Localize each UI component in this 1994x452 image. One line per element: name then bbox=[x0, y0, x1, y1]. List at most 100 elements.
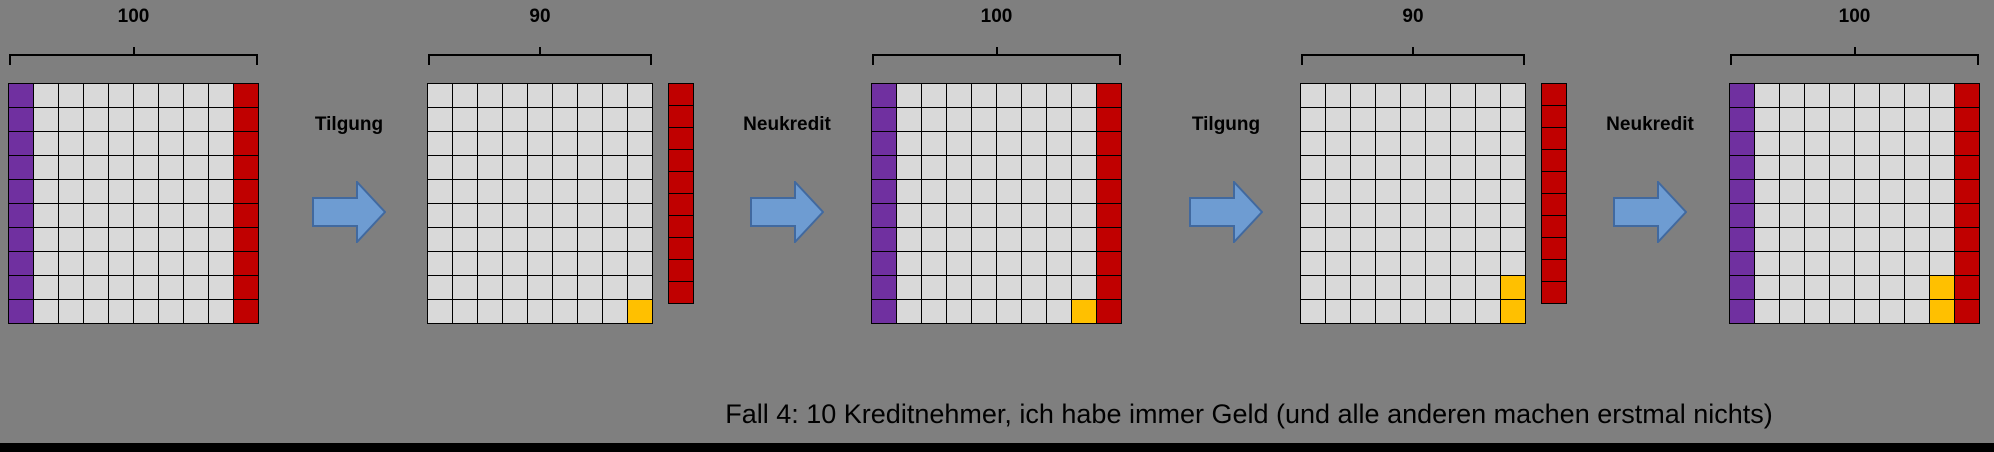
money-cell bbox=[1905, 252, 1929, 275]
money-cell bbox=[1451, 276, 1475, 299]
money-cell bbox=[1326, 300, 1350, 323]
money-cell bbox=[1476, 252, 1500, 275]
money-cell bbox=[603, 132, 627, 155]
money-cell bbox=[184, 180, 208, 203]
money-cell bbox=[872, 300, 896, 323]
money-cell bbox=[1351, 228, 1375, 251]
money-cell bbox=[109, 132, 133, 155]
money-cell bbox=[478, 132, 502, 155]
money-cell bbox=[428, 156, 452, 179]
money-cell bbox=[9, 180, 33, 203]
money-cell bbox=[1830, 252, 1854, 275]
money-cell bbox=[1780, 132, 1804, 155]
money-cell bbox=[1780, 180, 1804, 203]
money-cell bbox=[453, 108, 477, 131]
money-cell bbox=[1097, 252, 1121, 275]
money-cell bbox=[159, 252, 183, 275]
money-cell bbox=[453, 180, 477, 203]
money-cell bbox=[234, 228, 258, 251]
money-cell bbox=[1905, 156, 1929, 179]
money-cell bbox=[1301, 252, 1325, 275]
money-cell bbox=[9, 156, 33, 179]
money-cell bbox=[1451, 252, 1475, 275]
repaid-credit-cell bbox=[1542, 172, 1566, 193]
money-cell bbox=[1730, 204, 1754, 227]
money-cell bbox=[947, 228, 971, 251]
money-cell bbox=[1097, 204, 1121, 227]
money-cell bbox=[1451, 180, 1475, 203]
repaid-credit-cell bbox=[669, 260, 693, 281]
money-cell bbox=[1451, 132, 1475, 155]
money-cell bbox=[872, 276, 896, 299]
money-cell bbox=[1501, 252, 1525, 275]
money-cell bbox=[1780, 156, 1804, 179]
money-cell bbox=[1047, 108, 1071, 131]
money-cell bbox=[1855, 252, 1879, 275]
money-cell bbox=[947, 180, 971, 203]
money-cell bbox=[922, 132, 946, 155]
money-cell bbox=[578, 276, 602, 299]
money-cell bbox=[528, 252, 552, 275]
money-cell bbox=[528, 276, 552, 299]
money-cell bbox=[1351, 276, 1375, 299]
money-cell bbox=[184, 108, 208, 131]
money-cell bbox=[1401, 252, 1425, 275]
money-cell bbox=[1880, 108, 1904, 131]
money-cell bbox=[1301, 276, 1325, 299]
money-cell bbox=[1401, 276, 1425, 299]
right-arrow-icon bbox=[750, 181, 824, 243]
money-cell bbox=[209, 108, 233, 131]
money-cell bbox=[209, 300, 233, 323]
money-cell bbox=[972, 132, 996, 155]
money-cell bbox=[34, 84, 58, 107]
money-cell bbox=[1047, 228, 1071, 251]
money-cell bbox=[1955, 156, 1979, 179]
money-cell bbox=[134, 180, 158, 203]
money-cell bbox=[972, 252, 996, 275]
money-cell bbox=[1730, 132, 1754, 155]
money-cell bbox=[1830, 204, 1854, 227]
money-cell bbox=[1301, 180, 1325, 203]
money-cell bbox=[1022, 228, 1046, 251]
money-cell bbox=[1755, 252, 1779, 275]
money-cell bbox=[1830, 300, 1854, 323]
money-cell bbox=[1401, 228, 1425, 251]
money-cell bbox=[1022, 132, 1046, 155]
money-cell bbox=[1805, 300, 1829, 323]
repaid-credit-cell bbox=[1542, 216, 1566, 237]
money-cell bbox=[1401, 300, 1425, 323]
money-cell bbox=[947, 84, 971, 107]
money-cell bbox=[972, 84, 996, 107]
money-cell bbox=[59, 84, 83, 107]
money-cell bbox=[134, 132, 158, 155]
money-cell bbox=[1501, 180, 1525, 203]
money-cell bbox=[603, 108, 627, 131]
money-cell bbox=[553, 204, 577, 227]
money-cell bbox=[1047, 156, 1071, 179]
money-cell bbox=[59, 204, 83, 227]
money-cell bbox=[84, 300, 108, 323]
money-cell bbox=[1780, 228, 1804, 251]
money-cell bbox=[1780, 300, 1804, 323]
money-cell bbox=[528, 204, 552, 227]
money-cell bbox=[997, 204, 1021, 227]
money-cell bbox=[972, 276, 996, 299]
money-cell bbox=[578, 228, 602, 251]
money-cell bbox=[1880, 132, 1904, 155]
money-cell bbox=[947, 108, 971, 131]
repaid-credit-cell bbox=[669, 238, 693, 259]
money-cell bbox=[1855, 84, 1879, 107]
money-cell bbox=[1426, 156, 1450, 179]
money-cell bbox=[1426, 84, 1450, 107]
money-cell bbox=[1451, 156, 1475, 179]
money-cell bbox=[997, 276, 1021, 299]
money-cell bbox=[1351, 84, 1375, 107]
money-cell bbox=[234, 276, 258, 299]
money-grid bbox=[427, 83, 653, 324]
money-cell bbox=[503, 156, 527, 179]
money-cell bbox=[1855, 108, 1879, 131]
money-cell bbox=[628, 156, 652, 179]
money-cell bbox=[503, 228, 527, 251]
money-cell bbox=[453, 204, 477, 227]
money-cell bbox=[184, 300, 208, 323]
